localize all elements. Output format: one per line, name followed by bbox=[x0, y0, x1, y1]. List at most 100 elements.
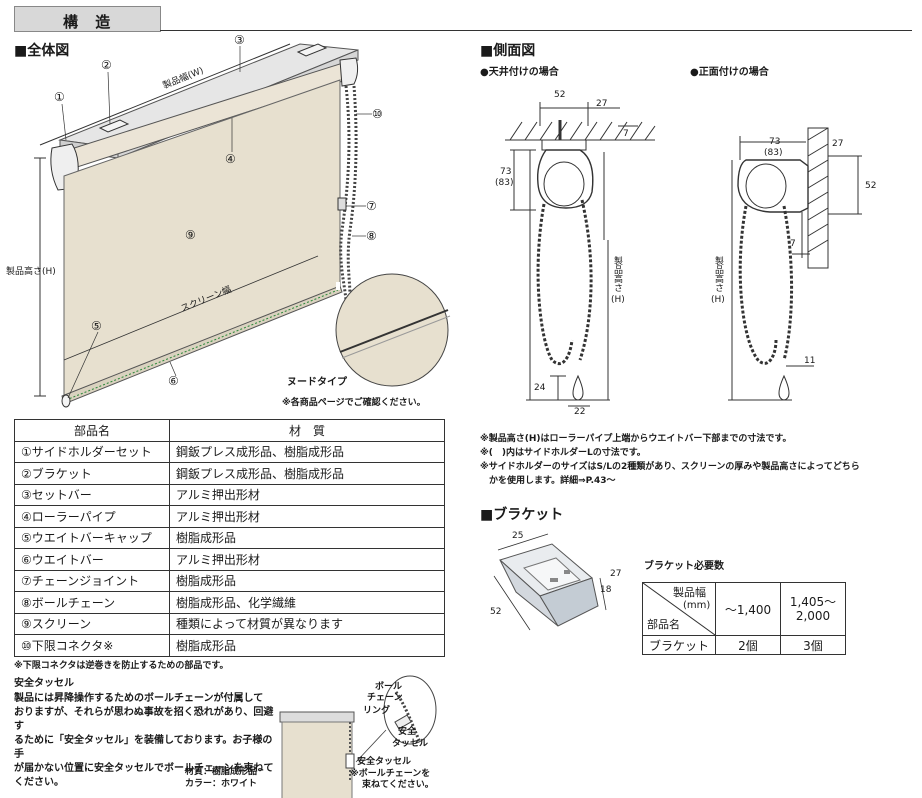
dim-83-ceiling: (83) bbox=[495, 178, 514, 188]
table-row: ③セットバーアルミ押出形材 bbox=[14, 483, 445, 506]
part-name: ⑥ウエイトバー bbox=[14, 548, 170, 571]
dim-24-ceiling: 24 bbox=[534, 383, 546, 393]
bracket-dim-25: 25 bbox=[512, 531, 524, 541]
part-name: ①サイドホルダーセット bbox=[14, 440, 170, 463]
part-name: ④ローラーパイプ bbox=[14, 505, 170, 528]
bracket-illustration bbox=[493, 533, 607, 631]
table-row: ⑨スクリーン種類によって材質が異なります bbox=[14, 612, 445, 635]
part-material: 樹脂成形品 bbox=[169, 569, 445, 592]
safety-line: ください。 bbox=[14, 777, 64, 788]
part-material: 樹脂成形品 bbox=[169, 526, 445, 549]
wall-mount-label: ●正面付けの場合 bbox=[690, 67, 769, 78]
safety-line: おりますが、それらが思わぬ事故を招く恐れがあり、回避す bbox=[14, 707, 274, 732]
dim-52-ceiling: 52 bbox=[554, 90, 566, 100]
section-title: 構 造 bbox=[63, 13, 117, 31]
dim-83-wall: (83) bbox=[764, 148, 783, 158]
dim-27-wall: 27 bbox=[832, 139, 844, 149]
callout-6: ⑥ bbox=[168, 374, 179, 388]
part-name: ⑩下限コネクタ※ bbox=[14, 634, 170, 657]
bind-note-2: 束ねてください。 bbox=[362, 780, 434, 790]
range-2-line: 1,405〜 bbox=[789, 595, 837, 609]
parts-footnote: ※下限コネクタは逆巻きを防止するための部品です。 bbox=[14, 661, 229, 671]
callout-1: ① bbox=[54, 90, 65, 104]
dim-11-wall: 11 bbox=[804, 356, 816, 366]
part-name: ⑧ボールチェーン bbox=[14, 591, 170, 614]
header-rule bbox=[160, 30, 912, 31]
safety-line: 製品には昇降操作するためのボールチェーンが付属して bbox=[14, 693, 264, 704]
ring-label: リング bbox=[363, 706, 391, 716]
dim-7-wall: 7 bbox=[790, 239, 796, 249]
bracket-dim-18: 18 bbox=[600, 585, 612, 595]
table-row: ⑧ボールチェーン樹脂成形品、化学繊維 bbox=[14, 591, 445, 614]
safety-material: 材質：樹脂成形品 bbox=[185, 767, 258, 777]
height-h-ceiling: (H) bbox=[611, 295, 625, 305]
callout-2: ② bbox=[101, 58, 112, 72]
header-unit: (mm) bbox=[683, 600, 711, 611]
safety-tassel-label: 安全タッセル bbox=[357, 757, 412, 767]
bracket-dim-52: 52 bbox=[490, 607, 502, 617]
table-row: ①サイドホルダーセット鋼鈑プレス成形品、樹脂成形品 bbox=[14, 440, 445, 463]
part-material: 鋼鈑プレス成形品、樹脂成形品 bbox=[169, 462, 445, 485]
dim-22-ceiling: 22 bbox=[574, 407, 586, 417]
table-row: ②ブラケット鋼鈑プレス成形品、樹脂成形品 bbox=[14, 462, 445, 485]
section-header: 構 造 bbox=[14, 6, 161, 32]
nude-type-label: ヌードタイプ bbox=[287, 377, 347, 388]
range-2-line: 2,000 bbox=[795, 609, 831, 623]
part-name: ⑤ウエイトバーキャップ bbox=[14, 526, 170, 549]
side-view-title: ■側面図 bbox=[480, 43, 536, 59]
safety-title: 安全タッセル bbox=[14, 678, 74, 689]
side-view-diagram bbox=[505, 102, 862, 407]
dim-52-wall: 52 bbox=[865, 181, 877, 191]
dim-73-wall: 73 bbox=[769, 137, 781, 147]
nude-type-note: ※各商品ページでご確認ください。 bbox=[282, 398, 426, 408]
part-material: 樹脂成形品、化学繊維 bbox=[169, 591, 445, 614]
callout-3: ③ bbox=[234, 33, 245, 47]
header-part: 部品名 bbox=[647, 618, 680, 631]
ceiling-mount-label: ●天井付けの場合 bbox=[480, 67, 559, 78]
safety-tassel-diagram bbox=[279, 675, 437, 798]
height-h-wall: (H) bbox=[711, 295, 725, 305]
overall-view-title: ■全体図 bbox=[14, 43, 70, 59]
ball-label-1: ボール bbox=[375, 682, 403, 692]
table-row: ⑥ウエイトバーアルミ押出形材 bbox=[14, 548, 445, 571]
bracket-count-title: ブラケット必要数 bbox=[644, 561, 724, 572]
part-material: アルミ押出形材 bbox=[169, 505, 445, 528]
parts-header-material: 材 質 bbox=[169, 419, 445, 442]
callout-4: ④ bbox=[225, 152, 236, 166]
bind-note-1: ※ボールチェーンを bbox=[350, 769, 431, 779]
side-view-notes: ※製品高さ(H)はローラーパイプ上端からウエイトバー下部までの寸法です。 ※( … bbox=[480, 432, 916, 488]
safety-line: るために「安全タッセル」を装備しております。お子様の手 bbox=[14, 735, 273, 760]
callout-10: ⑩ bbox=[372, 107, 383, 121]
bracket-title: ■ブラケット bbox=[480, 507, 564, 523]
parts-header-name: 部品名 bbox=[14, 419, 170, 442]
table-row: ⑩下限コネクタ※樹脂成形品 bbox=[14, 634, 445, 657]
height-label-ceiling: 製品高さ bbox=[612, 256, 622, 292]
row-label: ブラケット bbox=[642, 635, 716, 655]
qty-2: 3個 bbox=[780, 635, 846, 655]
part-material: 樹脂成形品 bbox=[169, 634, 445, 657]
safety-color: カラー：ホワイト bbox=[185, 779, 258, 789]
overall-diagram bbox=[34, 43, 451, 408]
safety-body: 製品には昇降操作するためのボールチェーンが付属して おりますが、それらが思わぬ事… bbox=[14, 692, 274, 790]
bracket-table-corner: 製品幅 (mm) 部品名 bbox=[642, 582, 716, 636]
note-line: ※製品高さ(H)はローラーパイプ上端からウエイトバー下部までの寸法です。 bbox=[480, 434, 792, 444]
bracket-count-table: 製品幅 (mm) 部品名 〜1,400 1,405〜 2,000 ブラケット 2… bbox=[642, 582, 846, 655]
callout-9: ⑨ bbox=[185, 228, 196, 242]
parts-table: 部品名 材 質 ①サイドホルダーセット鋼鈑プレス成形品、樹脂成形品 ②ブラケット… bbox=[14, 419, 445, 657]
ball-label-2: チェーン bbox=[367, 693, 403, 703]
table-row: ⑦チェーンジョイント樹脂成形品 bbox=[14, 569, 445, 592]
part-name: ③セットバー bbox=[14, 483, 170, 506]
callout-5: ⑤ bbox=[91, 319, 102, 333]
part-name: ②ブラケット bbox=[14, 462, 170, 485]
callout-7: ⑦ bbox=[366, 199, 377, 213]
header-width: 製品幅 bbox=[673, 586, 706, 599]
table-row: ④ローラーパイプアルミ押出形材 bbox=[14, 505, 445, 528]
note-line: ※サイドホルダーのサイズはS/Lの2種類があり、スクリーンの厚みや製品高さによっ… bbox=[480, 462, 860, 472]
height-label: 製品高さ(H) bbox=[6, 267, 56, 277]
part-name: ⑨スクリーン bbox=[14, 612, 170, 635]
anzen-label: 安全 bbox=[398, 727, 417, 737]
range-1: 〜1,400 bbox=[715, 582, 781, 636]
safety-line: が届かない位置に安全タッセルでボールチェーンを束ねて bbox=[14, 763, 274, 774]
part-material: アルミ押出形材 bbox=[169, 548, 445, 571]
part-name: ⑦チェーンジョイント bbox=[14, 569, 170, 592]
